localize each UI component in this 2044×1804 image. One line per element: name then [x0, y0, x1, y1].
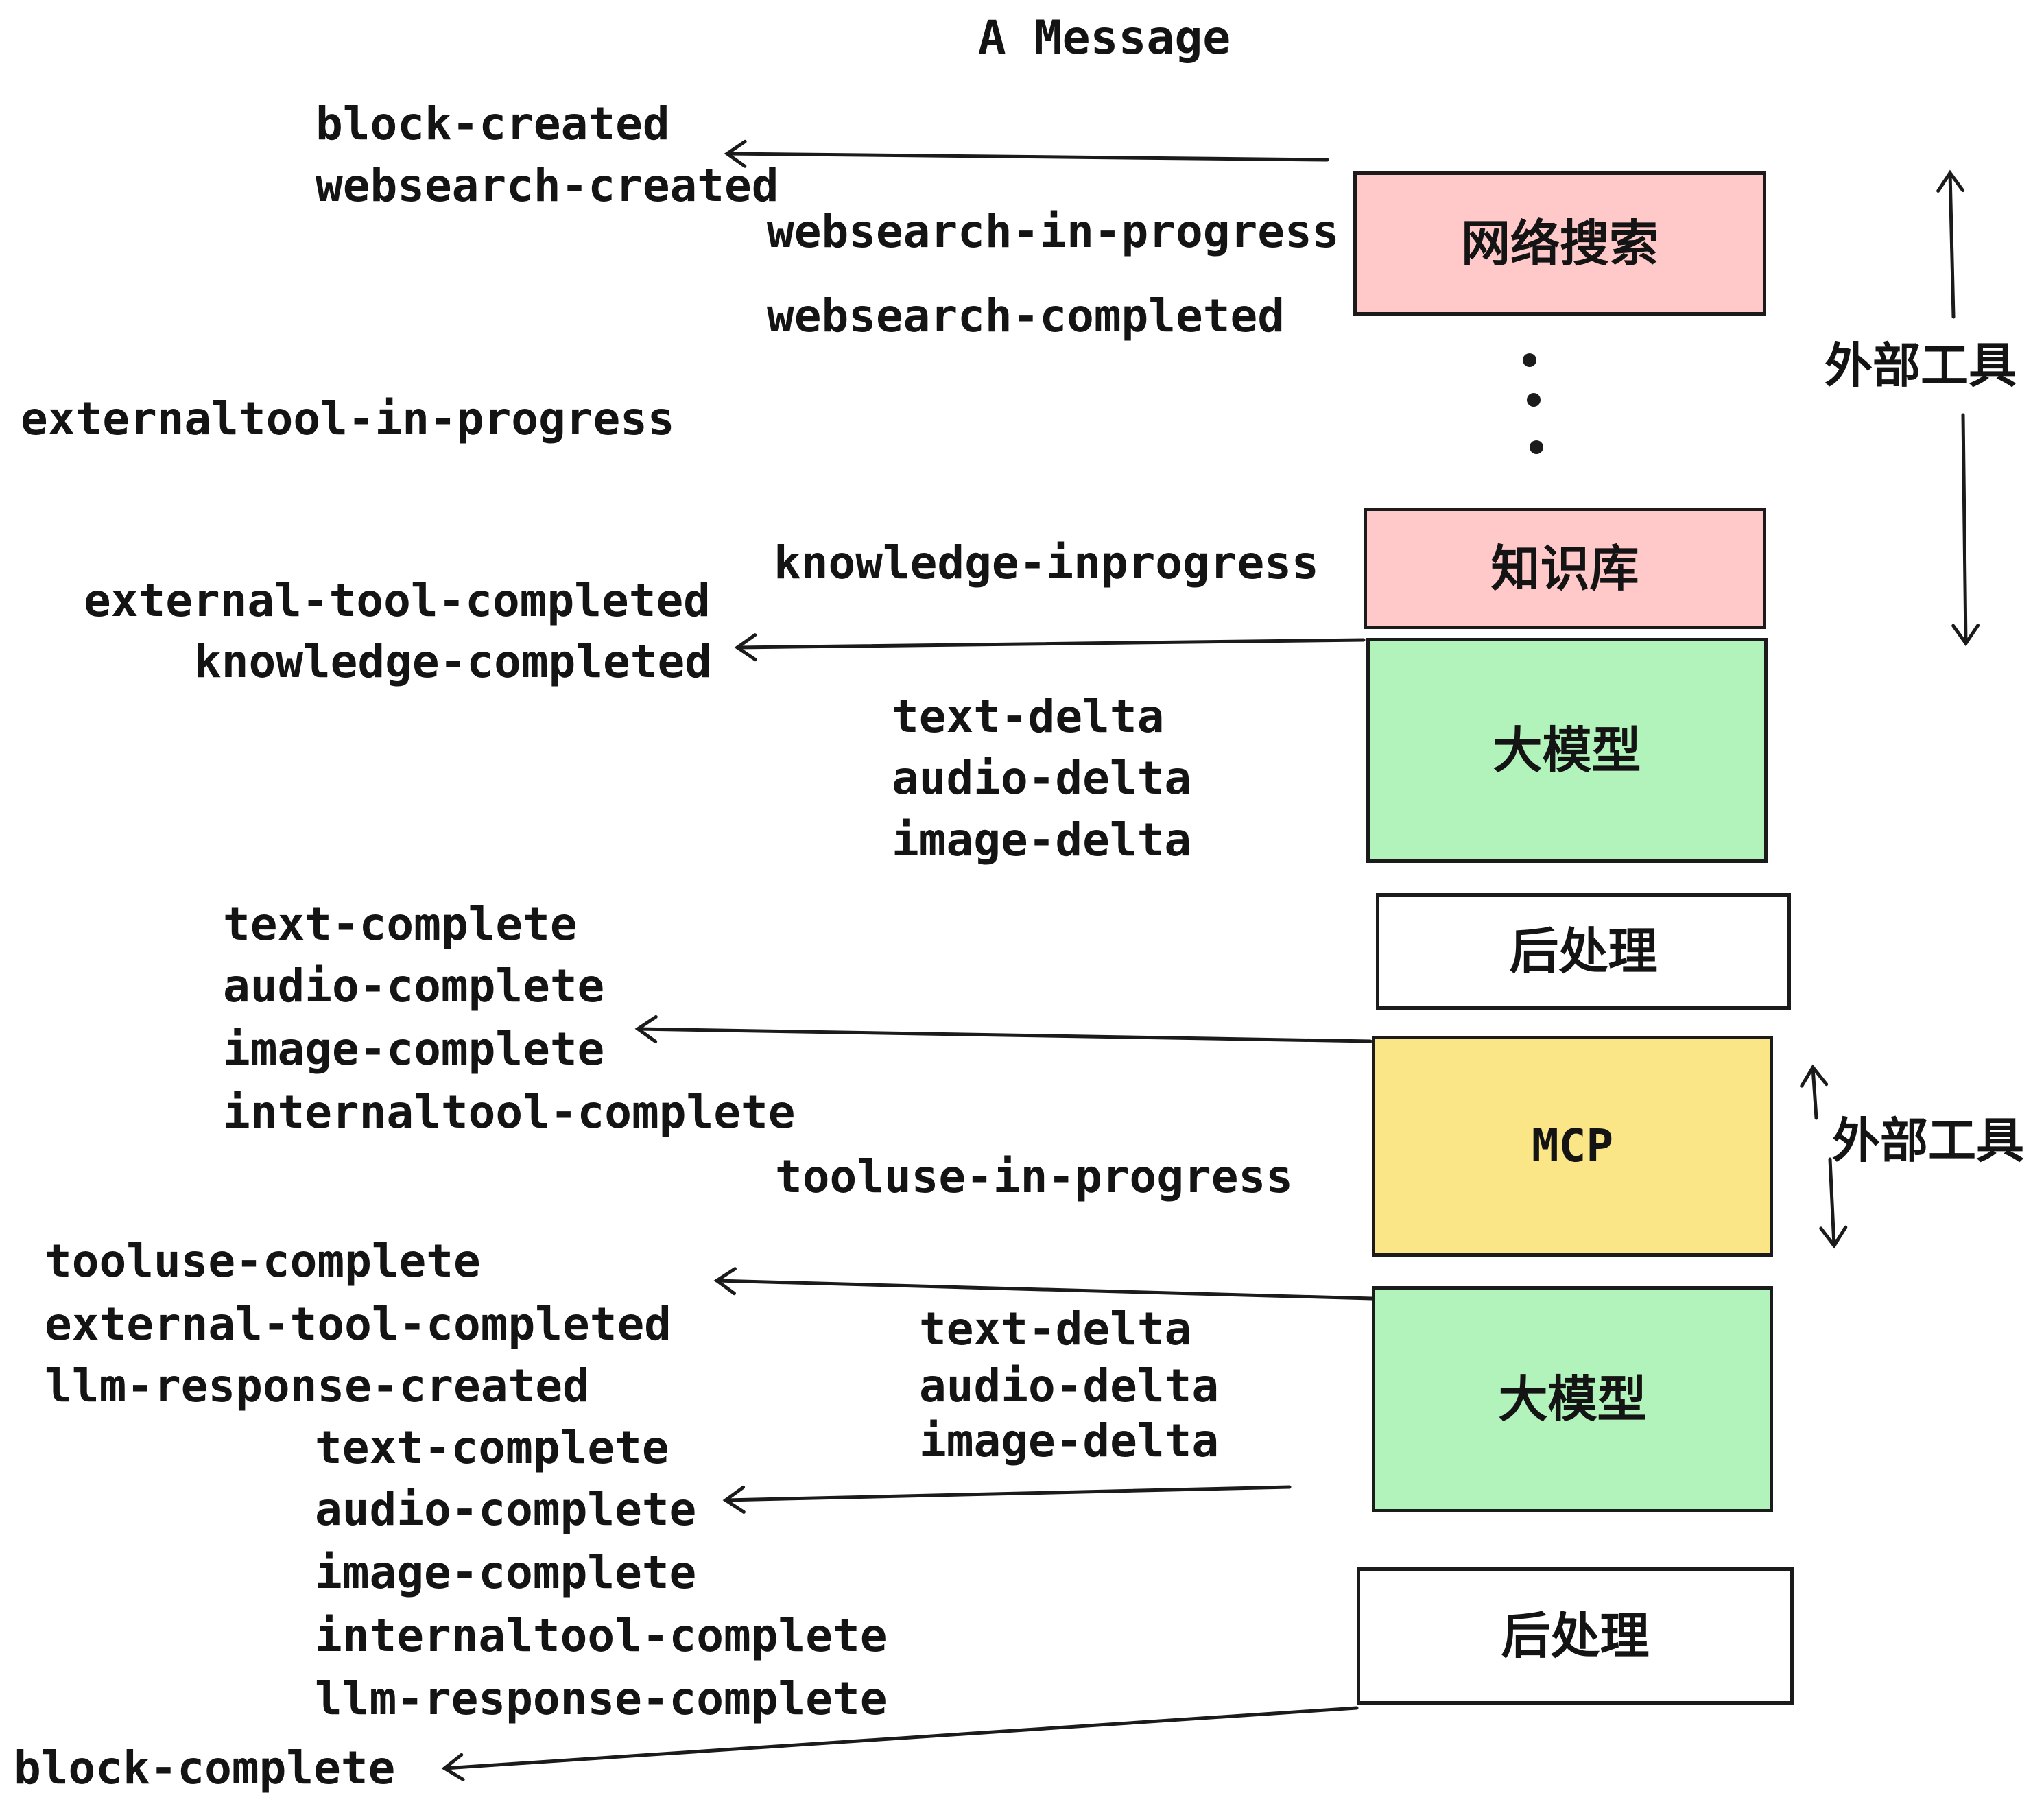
- event-text-complete-2: text-complete: [315, 1421, 669, 1474]
- box-websearch: 网络搜索: [1353, 171, 1766, 316]
- event-image-complete-1: image-complete: [223, 1023, 605, 1076]
- box-websearch-label: 网络搜索: [1460, 215, 1659, 272]
- arrow-to-websearch-created: [724, 139, 1329, 168]
- event-websearch-completed: websearch-completed: [767, 289, 1285, 342]
- box-post-bottom: 后处理: [1357, 1567, 1794, 1705]
- event-websearch-created: websearch-created: [316, 159, 779, 212]
- box-llm-bottom: 大模型: [1372, 1286, 1773, 1512]
- box-mcp-label: MCP: [1531, 1119, 1614, 1172]
- event-image-delta-2: image-delta: [919, 1414, 1220, 1467]
- box-llm-top-label: 大模型: [1493, 722, 1641, 779]
- box-knowledge: 知识库: [1364, 508, 1766, 629]
- event-llm-response-created: llm-response-created: [45, 1360, 590, 1412]
- event-audio-complete-1: audio-complete: [223, 960, 605, 1012]
- box-mcp: MCP: [1372, 1036, 1773, 1257]
- arrow-to-tooluse-complete: [713, 1267, 1374, 1301]
- ellipsis-dot: [1527, 393, 1541, 407]
- event-llm-response-complete: llm-response-complete: [315, 1672, 888, 1725]
- box-post-bottom-label: 后处理: [1501, 1607, 1650, 1665]
- double-arrow-up-mcp: [1800, 1064, 1829, 1120]
- event-audio-delta-1: audio-delta: [892, 752, 1192, 805]
- event-internaltool-complete-2: internaltool-complete: [315, 1609, 888, 1662]
- event-block-created: block-created: [316, 97, 670, 150]
- event-external-tool-completed-2: external-tool-completed: [45, 1298, 672, 1351]
- event-internaltool-complete-1: internaltool-complete: [223, 1086, 796, 1139]
- box-knowledge-label: 知识库: [1490, 539, 1639, 597]
- event-block-complete: block-complete: [14, 1742, 396, 1794]
- ellipsis-dot: [1530, 440, 1543, 454]
- box-llm-top: 大模型: [1366, 638, 1768, 863]
- arrow-to-audio-complete: [722, 1485, 1292, 1514]
- box-post-top-label: 后处理: [1509, 923, 1658, 980]
- event-image-complete-2: image-complete: [315, 1546, 697, 1599]
- event-tooluse-in-progress: tooluse-in-progress: [775, 1150, 1293, 1203]
- event-image-delta-1: image-delta: [892, 814, 1192, 866]
- event-knowledge-inprogress: knowledge-inprogress: [774, 536, 1319, 589]
- event-tooluse-complete: tooluse-complete: [45, 1235, 481, 1287]
- event-knowledge-completed: knowledge-completed: [194, 635, 712, 688]
- event-text-complete-1: text-complete: [223, 898, 578, 951]
- box-post-top: 后处理: [1376, 893, 1791, 1010]
- event-external-tool-completed: external-tool-completed: [84, 574, 711, 627]
- event-externaltool-in-progress: externaltool-in-progress: [21, 392, 675, 445]
- arrow-to-image-complete: [634, 1014, 1372, 1043]
- box-llm-bottom-label: 大模型: [1498, 1370, 1647, 1428]
- event-websearch-in-progress: websearch-in-progress: [767, 205, 1340, 258]
- arrow-to-knowledge-completed: [734, 633, 1366, 662]
- page-title: A Message: [977, 11, 1231, 65]
- annotation-external-tools-top: 外部工具: [1825, 337, 2017, 394]
- event-audio-delta-2: audio-delta: [919, 1360, 1220, 1412]
- event-audio-complete-2: audio-complete: [315, 1483, 697, 1536]
- double-arrow-down-mcp: [1819, 1157, 1848, 1249]
- double-arrow-down-top: [1951, 413, 1980, 647]
- event-text-delta-2: text-delta: [919, 1303, 1192, 1355]
- event-text-delta-1: text-delta: [892, 690, 1165, 743]
- ellipsis-dot: [1523, 353, 1536, 367]
- double-arrow-up-top: [1936, 169, 1965, 319]
- annotation-external-tools-mcp: 外部工具: [1832, 1113, 2024, 1169]
